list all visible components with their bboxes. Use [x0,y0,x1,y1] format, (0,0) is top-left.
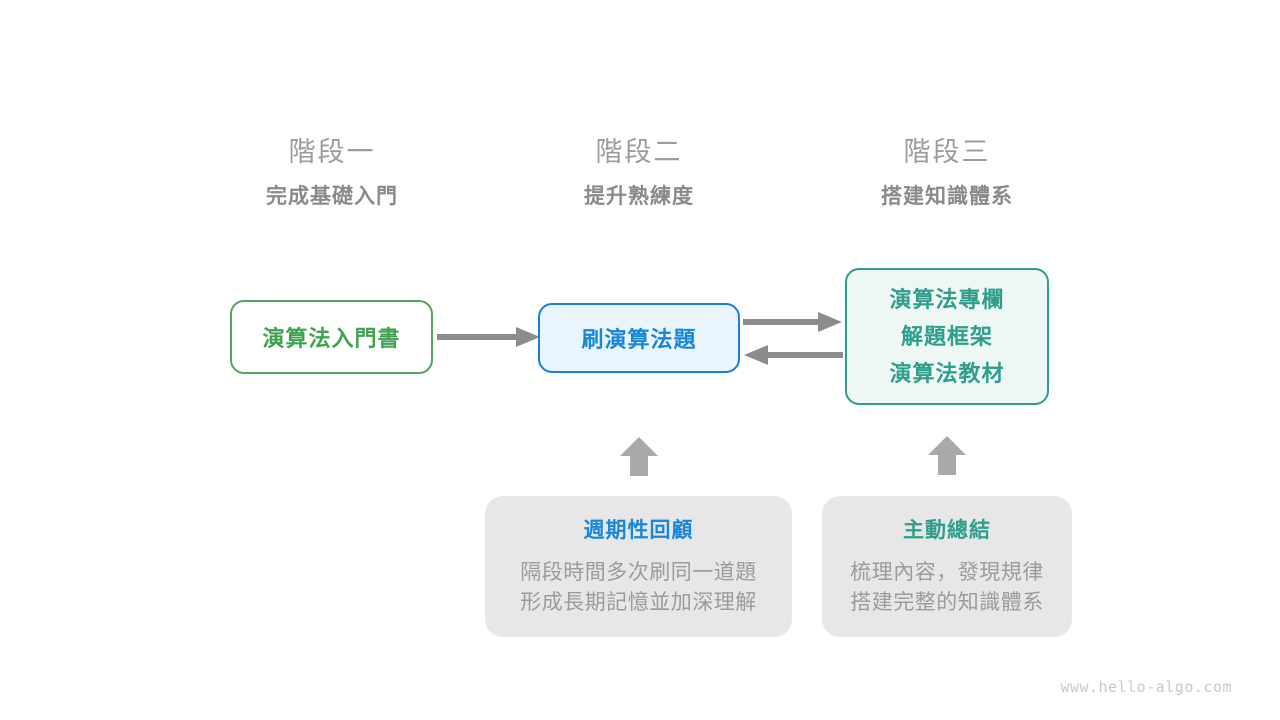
info-box-review-line2: 形成長期記憶並加深理解 [520,591,757,614]
block-arrow-review-up [620,437,658,476]
arrow-advanced-to-practice [744,345,843,365]
flow-box-practice-problems: 刷演算法題 [538,303,740,373]
stage2-subtitle: 提升熟練度 [584,185,694,208]
flow-box-advanced-line3: 演算法教材 [889,361,1005,386]
info-box-review-title: 週期性回顧 [583,519,694,542]
flow-box-advanced-line1: 演算法專欄 [889,287,1005,312]
stage3-subtitle: 搭建知識體系 [881,185,1013,208]
block-arrow-summary-up [928,436,966,475]
info-box-review-body: 隔段時間多次刷同一道題 形成長期記憶並加深理解 [520,558,757,618]
info-box-summary-body: 梳理內容，發現規律 搭建完整的知識體系 [850,558,1044,618]
stage1-title: 階段一 [288,137,376,167]
flow-box-intro-book: 演算法入門書 [230,300,433,374]
info-box-summary-line2: 搭建完整的知識體系 [850,591,1044,614]
stage2-title: 階段二 [595,137,683,167]
arrow-intro-to-practice [437,327,540,347]
arrow-practice-to-advanced [743,312,842,332]
stage3-title: 階段三 [903,137,991,167]
info-box-summary-line1: 梳理內容，發現規律 [850,561,1044,584]
flow-box-advanced-resources: 演算法專欄 解題框架 演算法教材 [845,268,1049,405]
site-watermark: www.hello-algo.com [1060,678,1232,696]
info-box-active-summary: 主動總結 梳理內容，發現規律 搭建完整的知識體系 [822,496,1072,637]
flow-box-advanced-line2: 解題框架 [900,324,993,349]
stage1-subtitle: 完成基礎入門 [266,185,398,208]
flow-box-intro-label: 演算法入門書 [262,326,401,351]
info-box-periodic-review: 週期性回顧 隔段時間多次刷同一道題 形成長期記憶並加深理解 [485,496,792,637]
info-box-review-line1: 隔段時間多次刷同一道題 [520,561,757,584]
info-box-summary-title: 主動總結 [903,519,991,542]
flow-box-practice-label: 刷演算法題 [581,327,697,352]
